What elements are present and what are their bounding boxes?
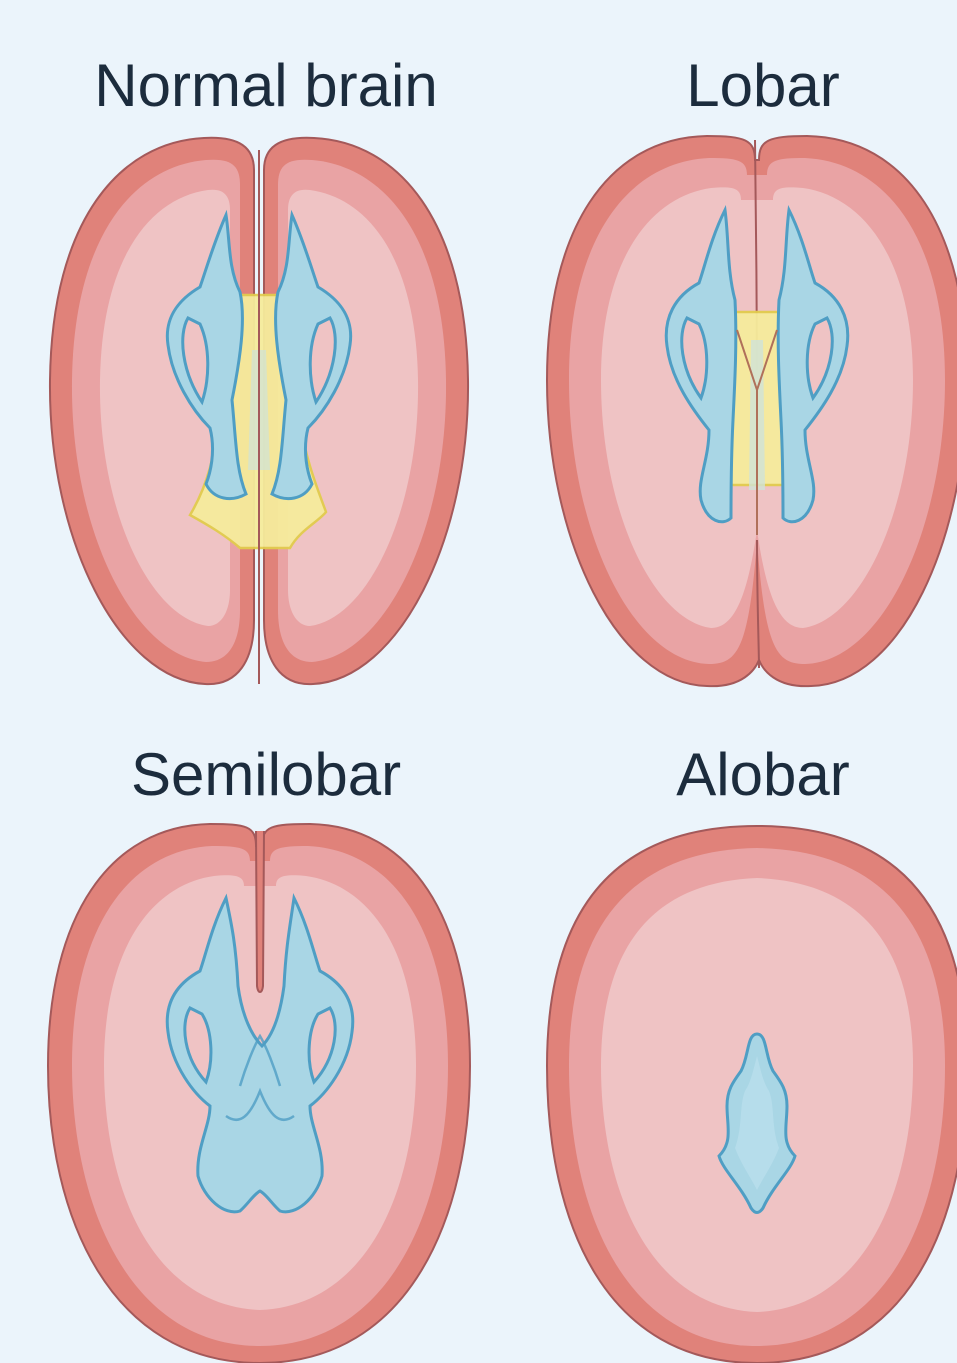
- brain-alobar: [547, 826, 957, 1363]
- brain-lobar: [547, 136, 957, 686]
- brain-semilobar: [48, 824, 470, 1363]
- fissure-anterior: [256, 831, 264, 992]
- brain-normal: [50, 138, 468, 684]
